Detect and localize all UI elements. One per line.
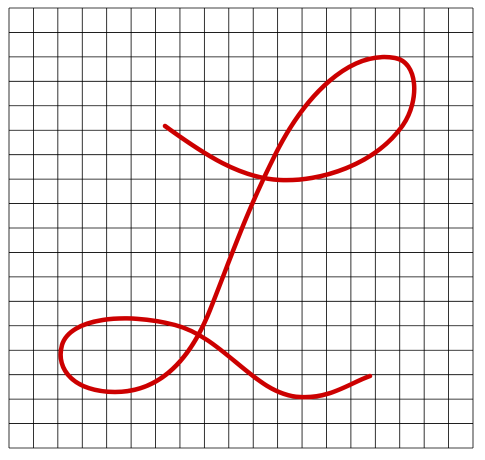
- cursive-letter-l-stroke: [58, 54, 417, 400]
